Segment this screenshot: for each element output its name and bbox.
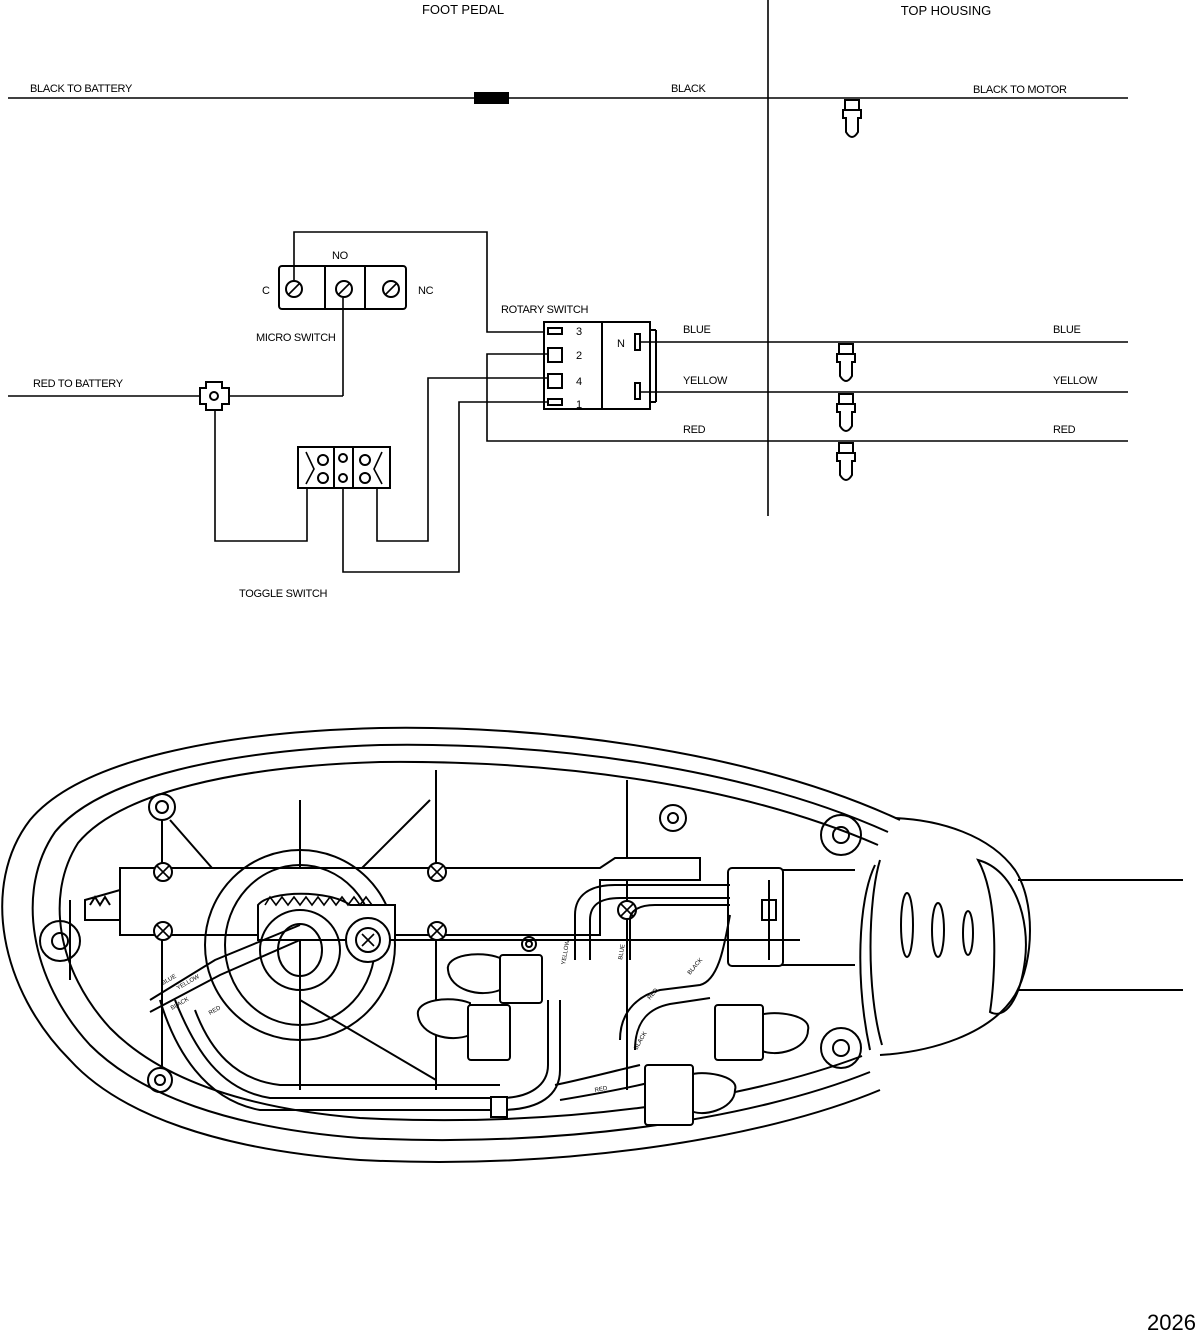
rotary-pin-4: 4: [576, 376, 582, 388]
schematic: FOOT PEDAL TOP HOUSING BLACK TO BATTERY …: [8, 0, 1128, 600]
pedal-toe-seam-2: [869, 859, 883, 1046]
micro-switch-no-label: NO: [332, 250, 349, 262]
pedal-label-yellow-b: YELLOW: [561, 939, 571, 965]
pedal-label-red-a: RED: [208, 1005, 223, 1017]
rotary-n-label: N: [617, 338, 625, 350]
rotary-switch: ROTARY SWITCH 3 2 4 1 N: [501, 304, 657, 411]
screw-boss-icon: [147, 1067, 173, 1093]
pedal-toe-seam: [859, 864, 876, 1051]
pedal-label-blue-b: BLUE: [618, 944, 627, 960]
red-connector-icon: [199, 381, 230, 411]
harness-tie-icon: [490, 1096, 508, 1118]
pedal-label-red-c: RED: [594, 1086, 608, 1094]
yellow-left-label: YELLOW: [683, 375, 728, 387]
pedal-toe-bump: [975, 858, 1027, 1015]
rotary-switch-label: ROTARY SWITCH: [501, 304, 589, 316]
micro-switch: NO C NC MICRO SWITCH: [256, 250, 434, 344]
x-screw-icon: [153, 862, 173, 882]
yellow-right-label: YELLOW: [1053, 375, 1098, 387]
pedal-inner-rim: [31, 743, 889, 1142]
figure-number: 2026: [1147, 1310, 1196, 1334]
pedal-outer-shell: [1, 726, 901, 1163]
harness-connector-icon: [644, 1064, 737, 1126]
pedal-toe-cap: [879, 817, 1031, 1056]
harness-connector-icon: [714, 1004, 810, 1061]
black-wire: BLACK TO BATTERY BLACK BLACK TO MOTOR: [8, 83, 1128, 104]
foot-pedal-header: FOOT PEDAL: [422, 2, 504, 17]
pedal-label-black-b: BLACK: [687, 957, 704, 976]
micro-switch-nc-label: NC: [418, 285, 434, 297]
x-screw-icon: [617, 900, 637, 920]
screw-boss-icon: [39, 920, 81, 962]
rotary-n-terminal-icon: [634, 333, 641, 351]
bullet-connector-icon: [836, 442, 856, 481]
black-to-battery-label: BLACK TO BATTERY: [30, 83, 133, 95]
micro-switch-no-screw-icon: [335, 280, 353, 298]
red-wire: RED TO BATTERY: [8, 298, 344, 542]
rotary-pin-3: 3: [576, 326, 582, 338]
red-left-label: RED: [683, 424, 706, 436]
harness-connector-icon: [446, 953, 543, 1004]
top-housing-header: TOP HOUSING: [901, 3, 992, 18]
bullet-connector-icon: [836, 343, 856, 382]
screw-boss-icon: [820, 814, 862, 856]
wire-rotary-2-red: [486, 353, 1128, 442]
red-to-battery-label: RED TO BATTERY: [33, 378, 124, 390]
x-screw-icon: [153, 921, 173, 941]
rotary-pin-1: 1: [576, 399, 582, 411]
wire-toggle-to-rotary-4: [376, 377, 548, 542]
x-screw-icon: [427, 921, 447, 941]
micro-switch-c-screw-icon: [285, 280, 303, 298]
screw-boss-icon: [659, 804, 687, 832]
harness-connector-icon: [416, 998, 511, 1061]
rotary-yellow-terminal-icon: [634, 382, 641, 400]
pedal-label-red-b: RED: [647, 987, 660, 1001]
micro-switch-nc-screw-icon: [382, 280, 400, 298]
screw-boss-icon: [820, 1027, 862, 1069]
wire-c-to-rotary-3: [293, 231, 544, 333]
blue-right-label: BLUE: [1053, 324, 1081, 336]
screw-boss-icon: [148, 793, 176, 821]
wire-harness: [149, 884, 731, 1118]
wire-connector-to-toggle: [214, 410, 308, 542]
blue-left-label: BLUE: [683, 324, 711, 336]
wire-toggle-to-rotary-1: [342, 401, 548, 573]
toggle-switch-label: TOGGLE SWITCH: [239, 588, 328, 600]
x-screw-icon: [427, 862, 447, 882]
black-label: BLACK: [671, 83, 707, 95]
fuse-icon: [474, 92, 509, 104]
micro-switch-label: MICRO SWITCH: [256, 332, 336, 344]
foot-pedal-illustration: BLUE YELLOW BLACK RED RED BLACK RED YELL…: [1, 726, 1183, 1163]
micro-switch-c-label: C: [262, 285, 270, 297]
toggle-switch: TOGGLE SWITCH: [239, 446, 391, 600]
rotary-pin-2: 2: [576, 350, 582, 362]
gear-rack-icon: [84, 888, 121, 921]
bullet-connector-icon: [836, 393, 856, 432]
black-to-motor-label: BLACK TO MOTOR: [973, 84, 1067, 96]
red-right-label: RED: [1053, 424, 1076, 436]
bullet-connector-icon: [842, 99, 862, 138]
